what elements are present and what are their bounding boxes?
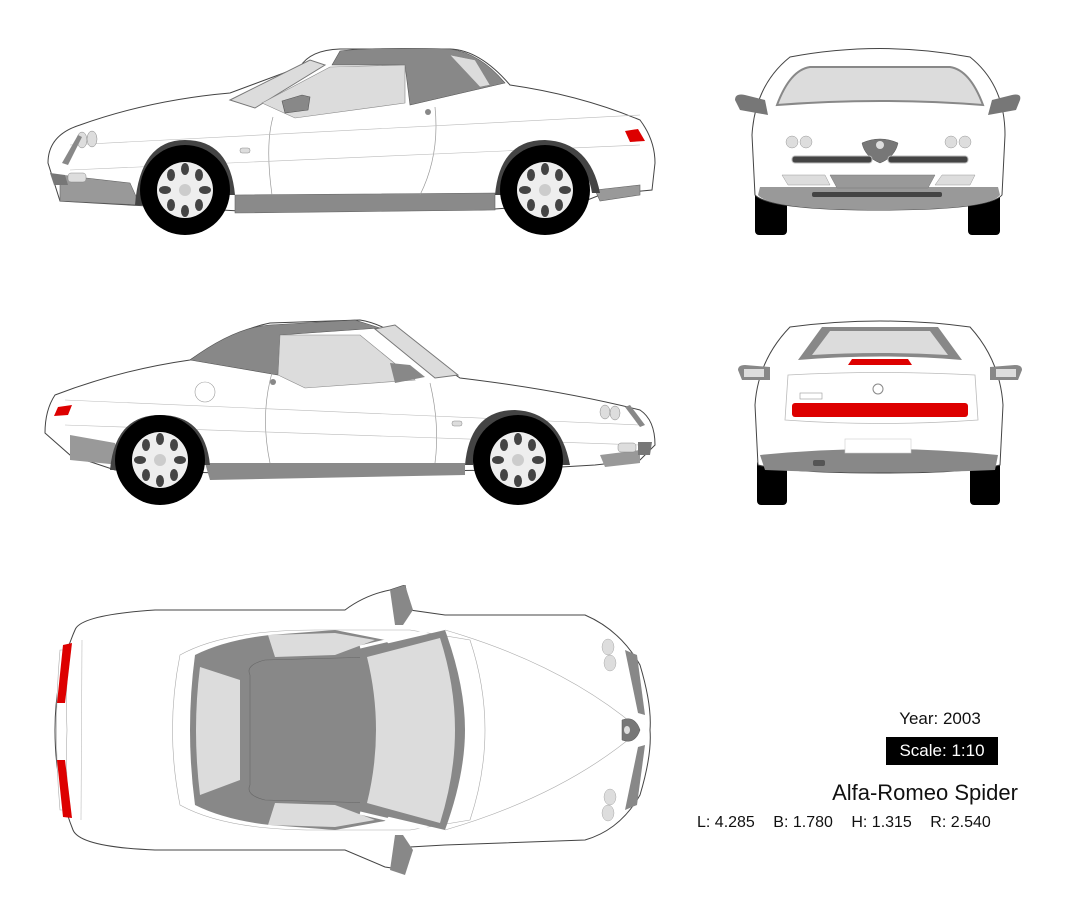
dimension-height: H: 1.315 xyxy=(851,814,912,831)
dimension-wheelbase: R: 2.540 xyxy=(930,814,991,831)
scale-badge: Scale: 1:10 xyxy=(886,737,998,765)
top-view xyxy=(45,585,665,875)
model-title: Alfa-Romeo Spider xyxy=(832,780,1018,805)
rear-wheel xyxy=(500,145,590,235)
dimensions-row: L: 4.285 B: 1.780 H: 1.315 R: 2.540 xyxy=(697,814,1005,832)
year-label: Year: 2003 xyxy=(899,709,981,728)
rear-wheel xyxy=(115,415,205,505)
side-view-right xyxy=(40,315,670,515)
front-view xyxy=(730,45,1030,245)
side-view-left xyxy=(40,45,670,245)
rear-view xyxy=(730,315,1030,515)
front-wheel xyxy=(140,145,230,235)
dimension-length: L: 4.285 xyxy=(697,814,755,831)
front-wheel xyxy=(473,415,563,505)
dimension-width: B: 1.780 xyxy=(773,814,833,831)
